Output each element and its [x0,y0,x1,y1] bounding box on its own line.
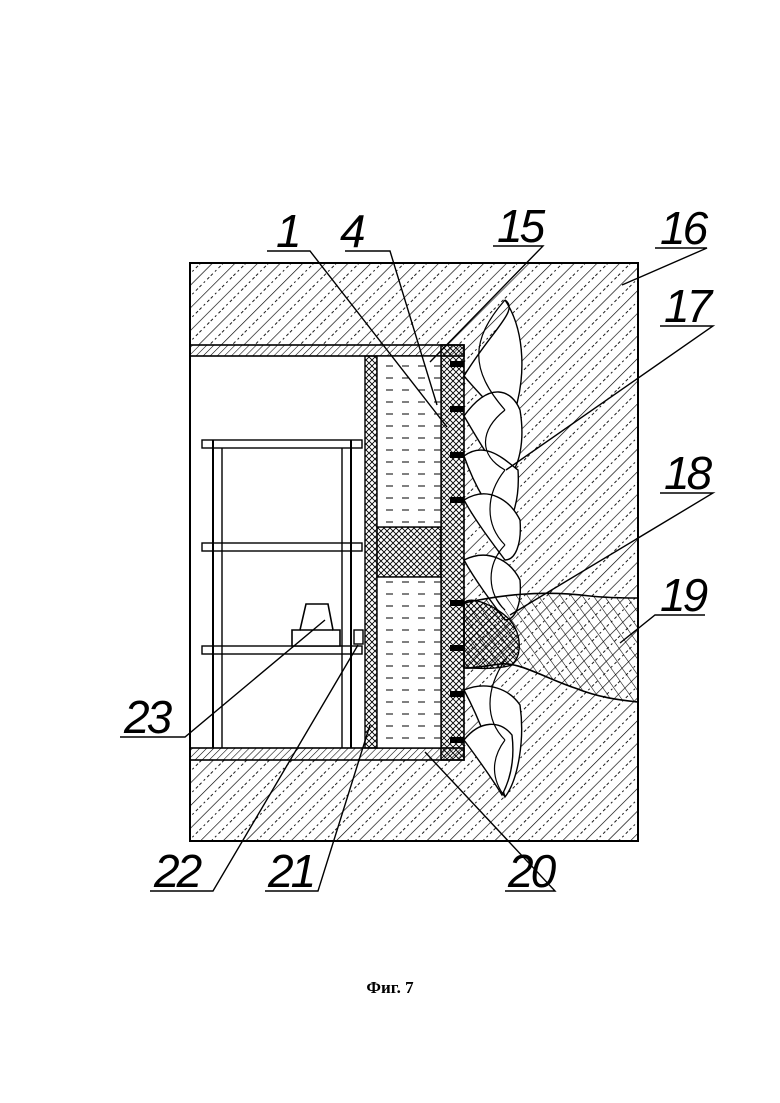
block-22 [354,630,363,644]
floor-plate [190,748,464,760]
label-20: 20 [507,845,557,897]
label-1: 1 [276,205,299,257]
nozzle-2 [450,406,464,412]
nozzle-6 [450,645,464,651]
label-16: 16 [660,202,709,254]
nozzle-4 [450,497,464,503]
nozzle-5 [450,600,464,606]
nozzle-1 [450,361,464,367]
roof-plate [190,345,464,356]
label-15: 15 [497,200,546,252]
label-23: 23 [123,691,173,743]
nozzle-8 [450,737,464,743]
label-22: 22 [153,845,202,897]
label-17: 17 [664,280,714,332]
label-19: 19 [660,569,708,621]
figure-caption: Фиг. 7 [366,978,414,997]
nozzle-7 [450,691,464,697]
nozzle-3 [450,452,464,458]
charge-container [365,345,464,760]
label-4: 4 [340,205,364,257]
label-18: 18 [664,447,713,499]
label-21: 21 [267,845,313,897]
